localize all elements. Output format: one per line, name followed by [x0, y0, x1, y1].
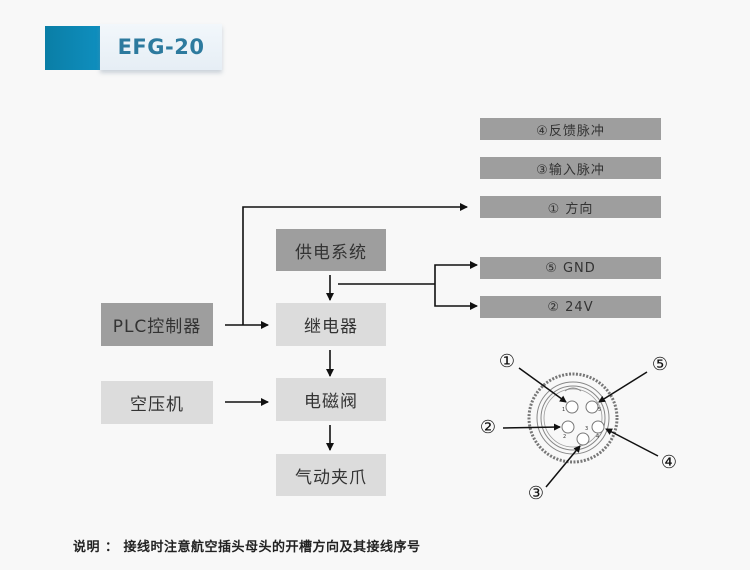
- block-plc-controller: PLC控制器: [101, 303, 213, 346]
- pointer-5: [598, 371, 648, 403]
- signal-feedback-pulse: ④反馈脉冲: [480, 118, 661, 140]
- connector-ring-2: [536, 381, 610, 455]
- pointer-3: [545, 445, 581, 488]
- block-power-supply: 供电系统: [276, 229, 386, 271]
- connector-diagram: 1 5 2 3 4: [502, 367, 659, 488]
- connector-ring-3: [540, 385, 606, 451]
- signal-input-pulse: ③输入脉冲: [480, 157, 661, 179]
- connector-outer-ring: [527, 372, 619, 464]
- pin-2: [561, 420, 575, 434]
- pin-3: [576, 432, 590, 446]
- pin-label-5: 5: [598, 407, 601, 413]
- pin-label-2: 2: [563, 434, 566, 440]
- block-air-compressor: 空压机: [101, 381, 213, 424]
- pin-5: [585, 400, 599, 414]
- signal-gnd: ⑤ GND: [480, 257, 661, 279]
- block-pneumatic-gripper: 气动夹爪: [276, 454, 386, 496]
- block-solenoid-valve: 电磁阀: [276, 378, 386, 421]
- connector-key-notch: [564, 387, 582, 392]
- pin-label-1: 1: [562, 407, 565, 413]
- banner-accent: [45, 26, 101, 70]
- connector-ring-4: [543, 388, 603, 448]
- pointer-4: [605, 428, 659, 457]
- callout-5: ⑤: [651, 354, 669, 375]
- pointer-1: [518, 367, 567, 403]
- banner-label-bg: [100, 24, 222, 70]
- callout-2: ②: [479, 417, 497, 438]
- pin-4: [591, 420, 605, 434]
- title-banner: EFG-20: [45, 24, 223, 72]
- pointer-2: [502, 423, 561, 431]
- arrow-to-24v: [434, 284, 478, 310]
- wiring-note: 说明 ： 接线时注意航空插头母头的开槽方向及其接线序号: [73, 540, 421, 555]
- callout-3: ③: [527, 483, 545, 504]
- arrow-plc-to-direction: [242, 203, 468, 325]
- arrow-to-gnd: [434, 261, 478, 284]
- pin-label-3: 3: [585, 426, 588, 432]
- callout-1: ①: [498, 351, 516, 372]
- signal-24v: ② 24V: [480, 296, 661, 318]
- signal-direction: ① 方向: [480, 196, 661, 218]
- block-relay: 继电器: [276, 303, 386, 346]
- callout-4: ④: [660, 452, 678, 473]
- pin-1: [565, 400, 579, 414]
- banner-title: EFG-20: [117, 35, 205, 59]
- pin-label-4: 4: [596, 434, 599, 440]
